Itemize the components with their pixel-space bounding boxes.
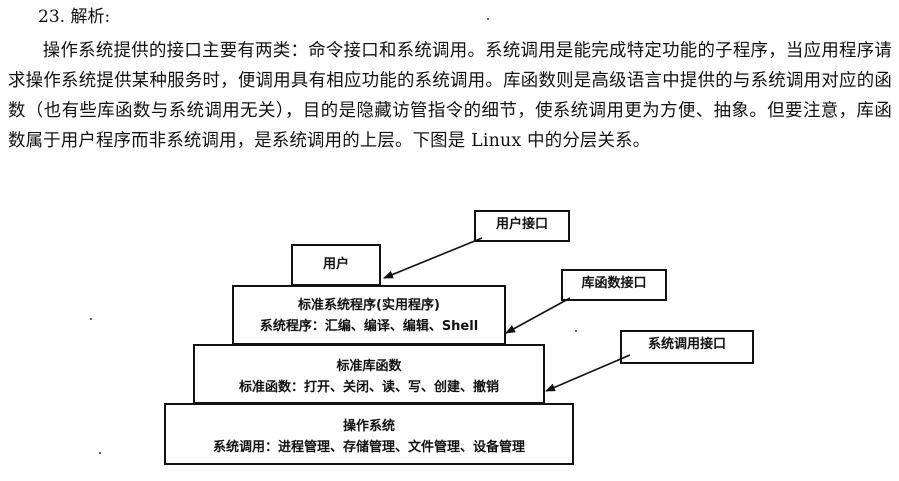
os-detail: 系统调用：进程管理、存储管理、文件管理、设备管理: [212, 440, 525, 455]
std-library-layer-box: 标准库函数 标准函数：打开、关闭、读、写、创建、撤销: [193, 344, 545, 404]
question-heading: 23. 解析:: [38, 7, 111, 27]
user-interface-arrow: [383, 237, 483, 279]
std-programs-title: 标准系统程序(实用程序): [298, 298, 440, 313]
library-interface-arrow: [505, 297, 571, 334]
os-title: 操作系统: [342, 419, 395, 434]
scan-speck: [575, 330, 577, 332]
std-library-detail: 标准函数：打开、关闭、读、写、创建、撤销: [238, 380, 499, 395]
scan-speck: [99, 452, 101, 454]
os-layer-box: 操作系统 系统调用：进程管理、存储管理、文件管理、设备管理: [164, 403, 574, 465]
std-library-title: 标准库函数: [336, 359, 402, 374]
user-layer-label: 用户: [322, 257, 349, 272]
library-interface-callout: 库函数接口: [561, 269, 667, 301]
explanation-paragraph: 操作系统提供的接口主要有两类：命令接口和系统调用。系统调用是能完成特定功能的子程…: [8, 41, 892, 151]
user-interface-callout: 用户接口: [474, 210, 570, 242]
std-programs-detail: 系统程序：汇编、编译、编辑、Shell: [259, 319, 479, 334]
scan-speck: [90, 318, 92, 320]
scan-speck: [487, 18, 489, 20]
syscall-interface-arrow: [545, 354, 631, 392]
user-layer-box: 用户: [291, 244, 381, 286]
syscall-interface-callout: 系统调用接口: [620, 330, 754, 364]
